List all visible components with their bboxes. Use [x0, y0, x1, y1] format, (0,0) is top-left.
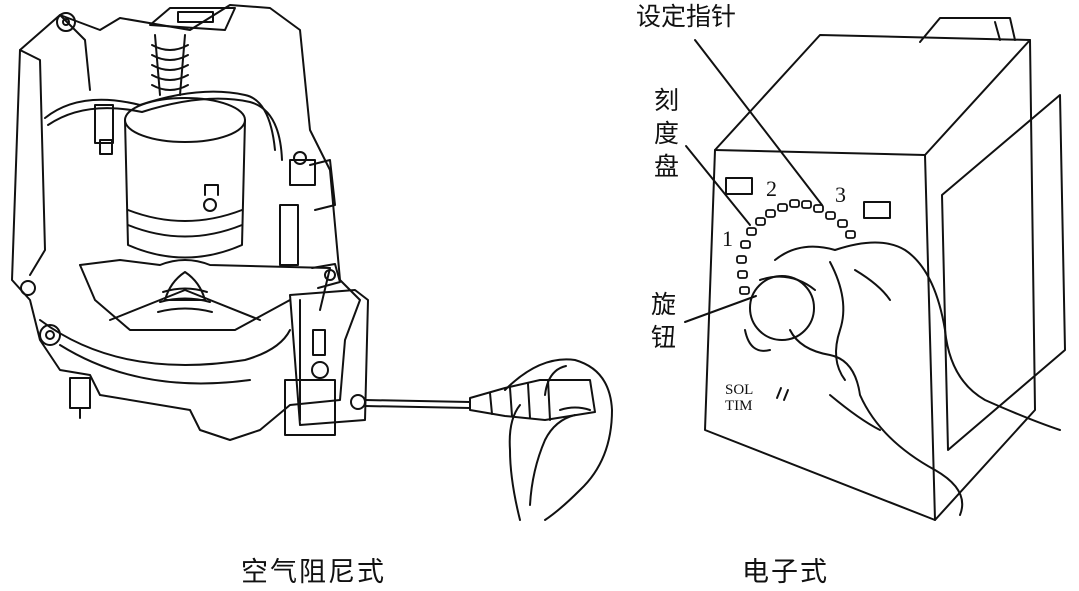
air-damped-relay-illustration [11, 4, 613, 521]
dial-leader-line [685, 145, 751, 226]
dial-scale-marks [736, 199, 856, 295]
set-pointer-label: 设定指针 [636, 2, 737, 31]
scale-number-3: 3 [835, 182, 846, 207]
device-mark-tim: TIM [725, 398, 753, 414]
caption-electronic: 电子式 [742, 557, 829, 588]
scale-number-2: 2 [766, 176, 777, 201]
dial-label: 刻度盘 [654, 86, 680, 181]
device-mark-sol: SOL [725, 382, 754, 398]
caption-air-damped: 空气阻尼式 [241, 557, 386, 588]
knob-leader-line [684, 295, 757, 323]
scale-number-1: 1 [722, 226, 733, 251]
set-pointer-leader-line [694, 39, 823, 206]
electronic-relay-illustration [684, 17, 1066, 521]
knob-label: 旋钮 [651, 290, 677, 352]
